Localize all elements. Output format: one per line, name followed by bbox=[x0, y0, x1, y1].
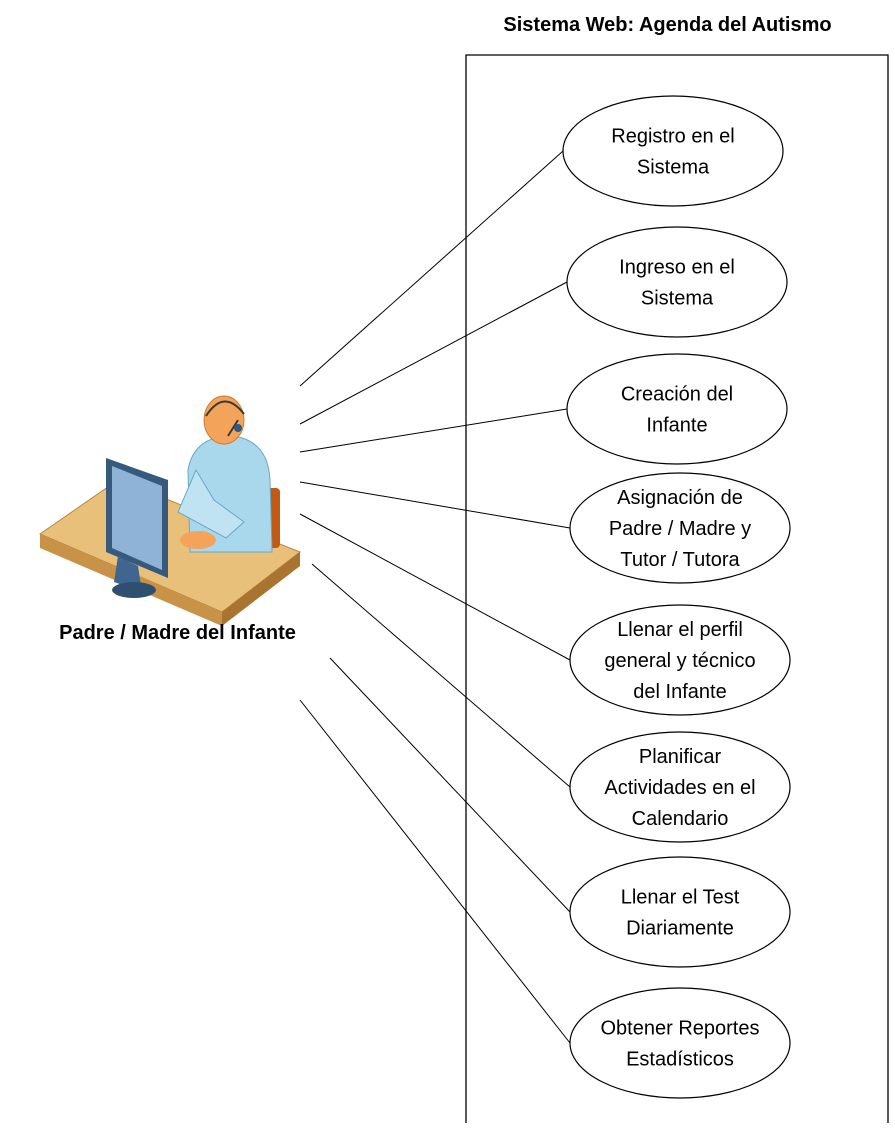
headset-mic bbox=[227, 419, 239, 437]
use-case[interactable]: Ingreso en el Sistema bbox=[566, 226, 788, 338]
use-case-label: Asignación de bbox=[617, 487, 743, 509]
actor-name: Padre / Madre del Infante bbox=[59, 622, 296, 644]
use-case-ellipse bbox=[566, 226, 788, 338]
use-case-label: del Infante bbox=[633, 681, 726, 703]
actor-icon bbox=[38, 395, 302, 626]
use-case-ellipse bbox=[569, 987, 791, 1099]
headset-earpiece bbox=[234, 424, 242, 432]
use-case-label: Tutor / Tutora bbox=[620, 549, 740, 571]
use-case[interactable]: Asignación de Padre / Madre y Tutor / Tuto… bbox=[569, 472, 791, 584]
use-case[interactable]: Registro en el Sistema bbox=[562, 95, 784, 207]
association-line bbox=[329, 657, 571, 913]
use-case-label: general y técnico bbox=[604, 650, 755, 672]
use-case-label: Padre / Madre y bbox=[609, 518, 751, 540]
use-case-label: Llenar el perfil bbox=[617, 619, 743, 641]
use-case-label: Planificar bbox=[639, 746, 722, 768]
monitor-screen bbox=[112, 466, 162, 570]
use-case-ellipse bbox=[569, 472, 791, 584]
use-case-label: Diariamente bbox=[626, 918, 734, 940]
association-line bbox=[299, 699, 571, 1044]
use-case-label: Llenar el Test bbox=[621, 887, 740, 909]
association-line bbox=[311, 563, 571, 788]
use-case-label: Actividades en el bbox=[604, 777, 755, 799]
use-case-label: Ingreso en el bbox=[619, 257, 735, 279]
use-case-label: Calendario bbox=[632, 808, 729, 830]
association-line bbox=[299, 150, 564, 387]
headset-icon bbox=[205, 400, 245, 417]
system-title: Sistema Web: Agenda del Autismo bbox=[503, 14, 832, 36]
use-case-label: Obtener Reportes bbox=[601, 1018, 760, 1040]
association-line bbox=[299, 481, 571, 529]
use-case-ellipse bbox=[569, 731, 791, 843]
use-case-label: Sistema bbox=[641, 288, 714, 310]
use-case-label: Creación del bbox=[621, 384, 733, 406]
use-case-ellipse bbox=[562, 95, 784, 207]
association-line bbox=[299, 408, 568, 453]
use-case-ellipse bbox=[569, 856, 791, 968]
operator-hand bbox=[180, 531, 216, 549]
operator-arm bbox=[177, 468, 245, 539]
association-line bbox=[299, 513, 571, 661]
use-case-label: Sistema bbox=[637, 157, 710, 179]
use-case-label: Registro en el bbox=[611, 126, 734, 148]
use-case-ellipse bbox=[569, 604, 791, 716]
system-boundary bbox=[465, 54, 889, 1123]
use-case-label: Infante bbox=[646, 415, 707, 437]
desk-side bbox=[222, 552, 300, 626]
monitor-base bbox=[112, 582, 156, 598]
use-case-ellipse bbox=[566, 353, 788, 465]
use-case-label: Estadísticos bbox=[626, 1049, 734, 1071]
association-line bbox=[299, 281, 568, 425]
association-lines bbox=[299, 150, 571, 1044]
use-case[interactable]: Llenar el perfil general y técnico del Inf… bbox=[569, 604, 791, 716]
operator-head bbox=[203, 395, 245, 445]
